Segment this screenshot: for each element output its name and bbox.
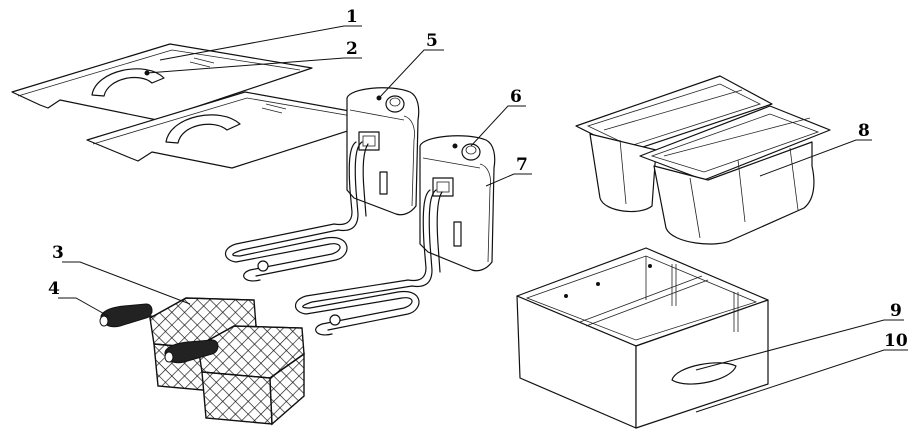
callout-1: 1 (346, 7, 358, 27)
callout-8: 8 (858, 121, 870, 141)
callout-9: 9 (890, 301, 902, 321)
basket-handles (99, 303, 219, 364)
callout-2: 2 (346, 39, 358, 59)
control-unit-left (224, 87, 420, 282)
basket-right (197, 325, 305, 426)
lid-bottom (86, 91, 389, 169)
callout-4: 4 (48, 279, 60, 299)
control-unit-right (294, 135, 496, 336)
callout-7: 7 (516, 155, 528, 175)
callout-10: 10 (884, 331, 908, 351)
callout-3: 3 (52, 243, 64, 263)
callout-6: 6 (510, 87, 522, 107)
leader-lines (58, 25, 908, 413)
oil-tanks (575, 75, 831, 245)
housing (516, 247, 769, 429)
lid-top (11, 43, 313, 121)
callout-5: 5 (426, 31, 438, 51)
